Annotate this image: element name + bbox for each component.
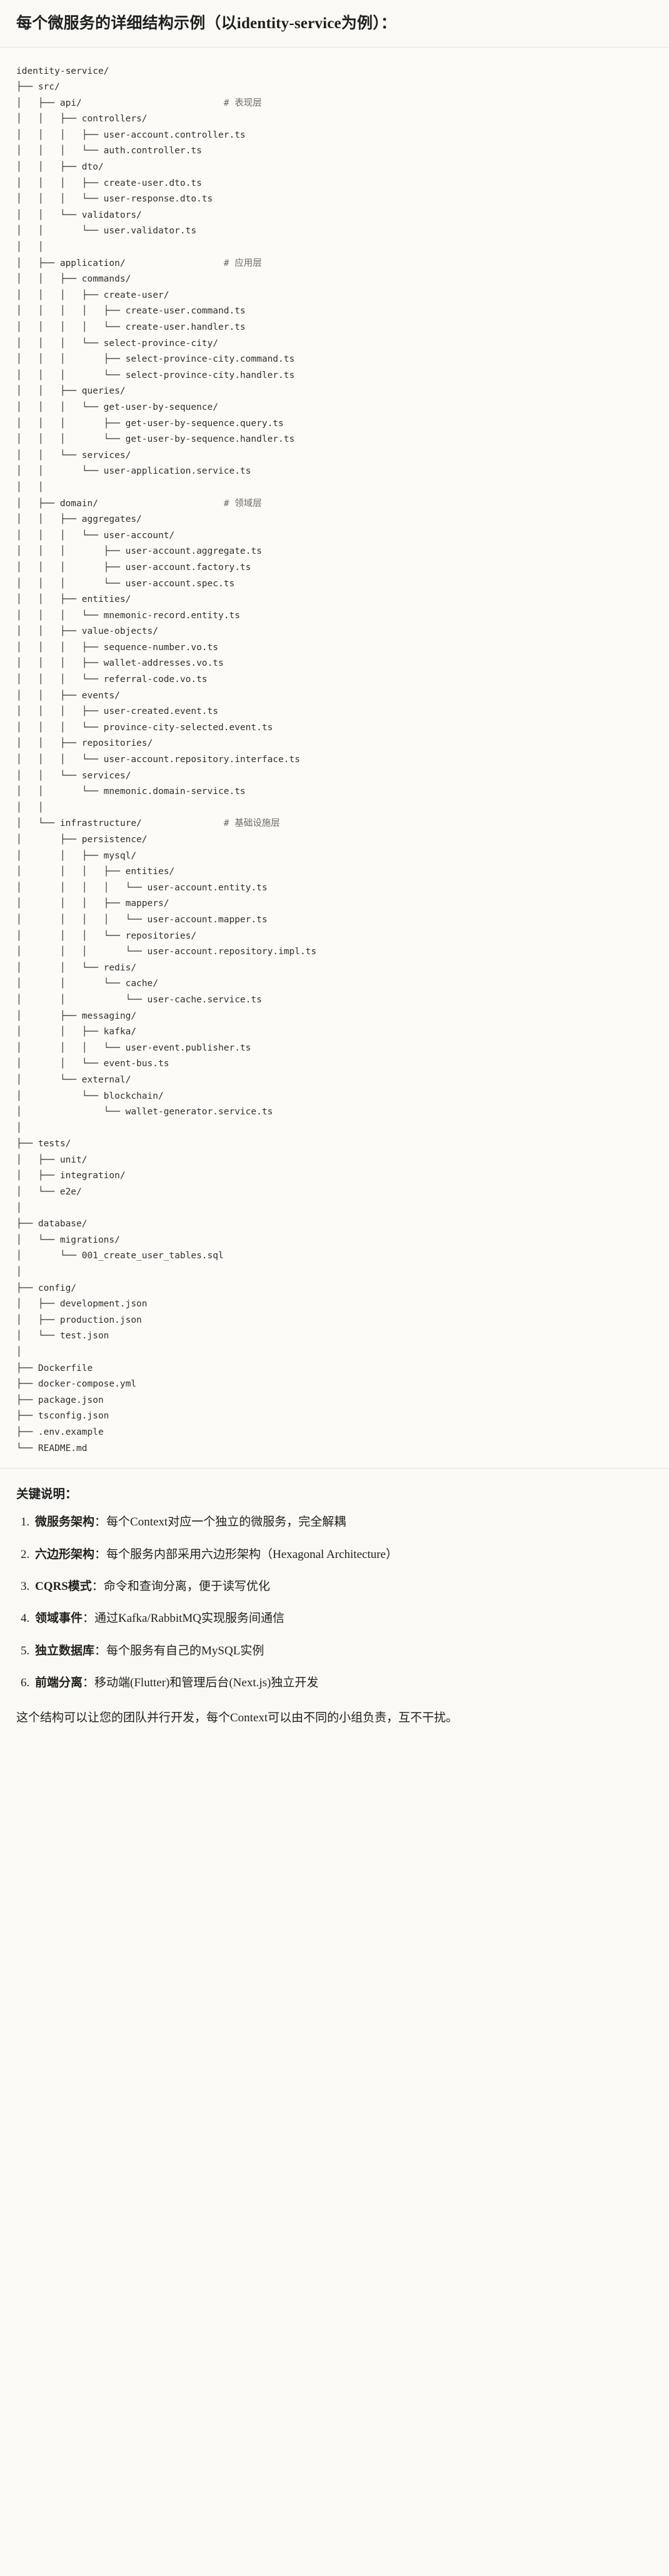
key-notes-list: 微服务架构：每个Context对应一个独立的微服务，完全解耦 六边形架构：每个服… (16, 1513, 653, 1693)
layer-comment: # 基础设施层 (223, 818, 280, 829)
note-term: 六边形架构 (35, 1547, 95, 1561)
document-header: 每个微服务的详细结构示例（以identity-service为例）： (0, 0, 669, 48)
list-item: 独立数据库：每个服务有自己的MySQL实例 (33, 1642, 653, 1660)
note-text: 每个Context对应一个独立的微服务，完全解耦 (106, 1515, 346, 1529)
note-separator: ： (94, 1547, 107, 1561)
list-item: 前端分离：移动端(Flutter)和管理后台(Next.js)独立开发 (33, 1674, 653, 1692)
note-term: 微服务架构 (35, 1515, 95, 1529)
note-separator: ： (83, 1676, 95, 1690)
key-notes-section: 关键说明： 微服务架构：每个Context对应一个独立的微服务，完全解耦 六边形… (0, 1468, 669, 1742)
note-separator: ： (91, 1580, 104, 1594)
note-separator: ： (94, 1644, 107, 1657)
note-separator: ： (83, 1612, 95, 1626)
layer-comment: # 表现层 (223, 98, 262, 108)
note-term: 前端分离 (35, 1676, 83, 1690)
list-item: 六边形架构：每个服务内部采用六边形架构（Hexagonal Architectu… (33, 1545, 653, 1564)
note-separator: ： (94, 1515, 107, 1529)
note-text: 每个服务内部采用六边形架构（Hexagonal Architecture） (106, 1547, 398, 1561)
document-page: 每个微服务的详细结构示例（以identity-service为例）： ident… (0, 0, 669, 1741)
list-item: 微服务架构：每个Context对应一个独立的微服务，完全解耦 (33, 1513, 653, 1531)
directory-tree-block: identity-service/ ├── src/ │ ├── api/ # … (0, 47, 669, 1469)
note-term: 领域事件 (35, 1612, 83, 1626)
directory-tree: identity-service/ ├── src/ │ ├── api/ # … (16, 66, 317, 1453)
note-term: 独立数据库 (35, 1644, 95, 1657)
note-text: 命令和查询分离，便于读写优化 (103, 1580, 270, 1594)
note-term: CQRS模式 (35, 1580, 92, 1594)
note-text: 移动端(Flutter)和管理后台(Next.js)独立开发 (94, 1676, 319, 1690)
note-text: 每个服务有自己的MySQL实例 (106, 1644, 264, 1657)
note-text: 通过Kafka/RabbitMQ实现服务间通信 (94, 1612, 285, 1626)
layer-comment: # 应用层 (223, 258, 262, 268)
list-item: 领域事件：通过Kafka/RabbitMQ实现服务间通信 (33, 1609, 653, 1627)
closing-paragraph: 这个结构可以让您的团队并行开发，每个Context可以由不同的小组负责，互不干扰… (16, 1711, 458, 1724)
page-title: 每个微服务的详细结构示例（以identity-service为例）： (16, 15, 397, 32)
layer-comment: # 领域层 (223, 498, 262, 509)
list-item: CQRS模式：命令和查询分离，便于读写优化 (33, 1577, 653, 1596)
key-notes-title: 关键说明： (16, 1488, 78, 1502)
